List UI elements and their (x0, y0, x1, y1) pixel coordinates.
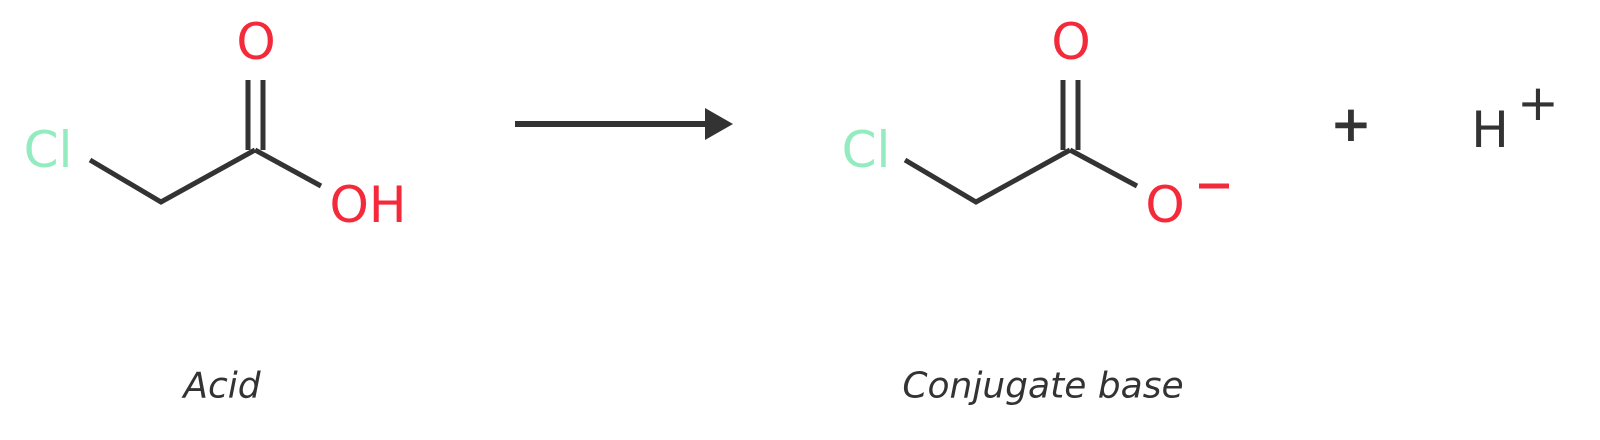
hydrogen-atom: H (1471, 101, 1509, 159)
acid-carbonyl-oxygen: O (236, 13, 275, 71)
proton: H + (1471, 74, 1559, 159)
acid-chlorine-atom: Cl (24, 121, 73, 179)
base-oxide-atom: O (1145, 176, 1184, 234)
acid-hydroxyl-group: OH (330, 176, 407, 234)
reaction-arrow-icon (515, 108, 733, 140)
plus-sign: + (1330, 95, 1372, 153)
base-c-o-bond (1068, 147, 1139, 189)
acid-carbon-chain-bond (88, 147, 257, 205)
acid-label: Acid (181, 366, 261, 407)
acid-c-o-bond (253, 147, 323, 189)
positive-charge: + (1517, 74, 1559, 132)
base-carbon-chain-bond (903, 147, 1072, 205)
conjugate-base-molecule: Cl O O (842, 13, 1229, 234)
acid-molecule: Cl O OH (24, 13, 407, 234)
base-chlorine-atom: Cl (842, 121, 891, 179)
conjugate-base-label: Conjugate base (902, 366, 1183, 407)
base-carbonyl-oxygen: O (1051, 13, 1090, 71)
